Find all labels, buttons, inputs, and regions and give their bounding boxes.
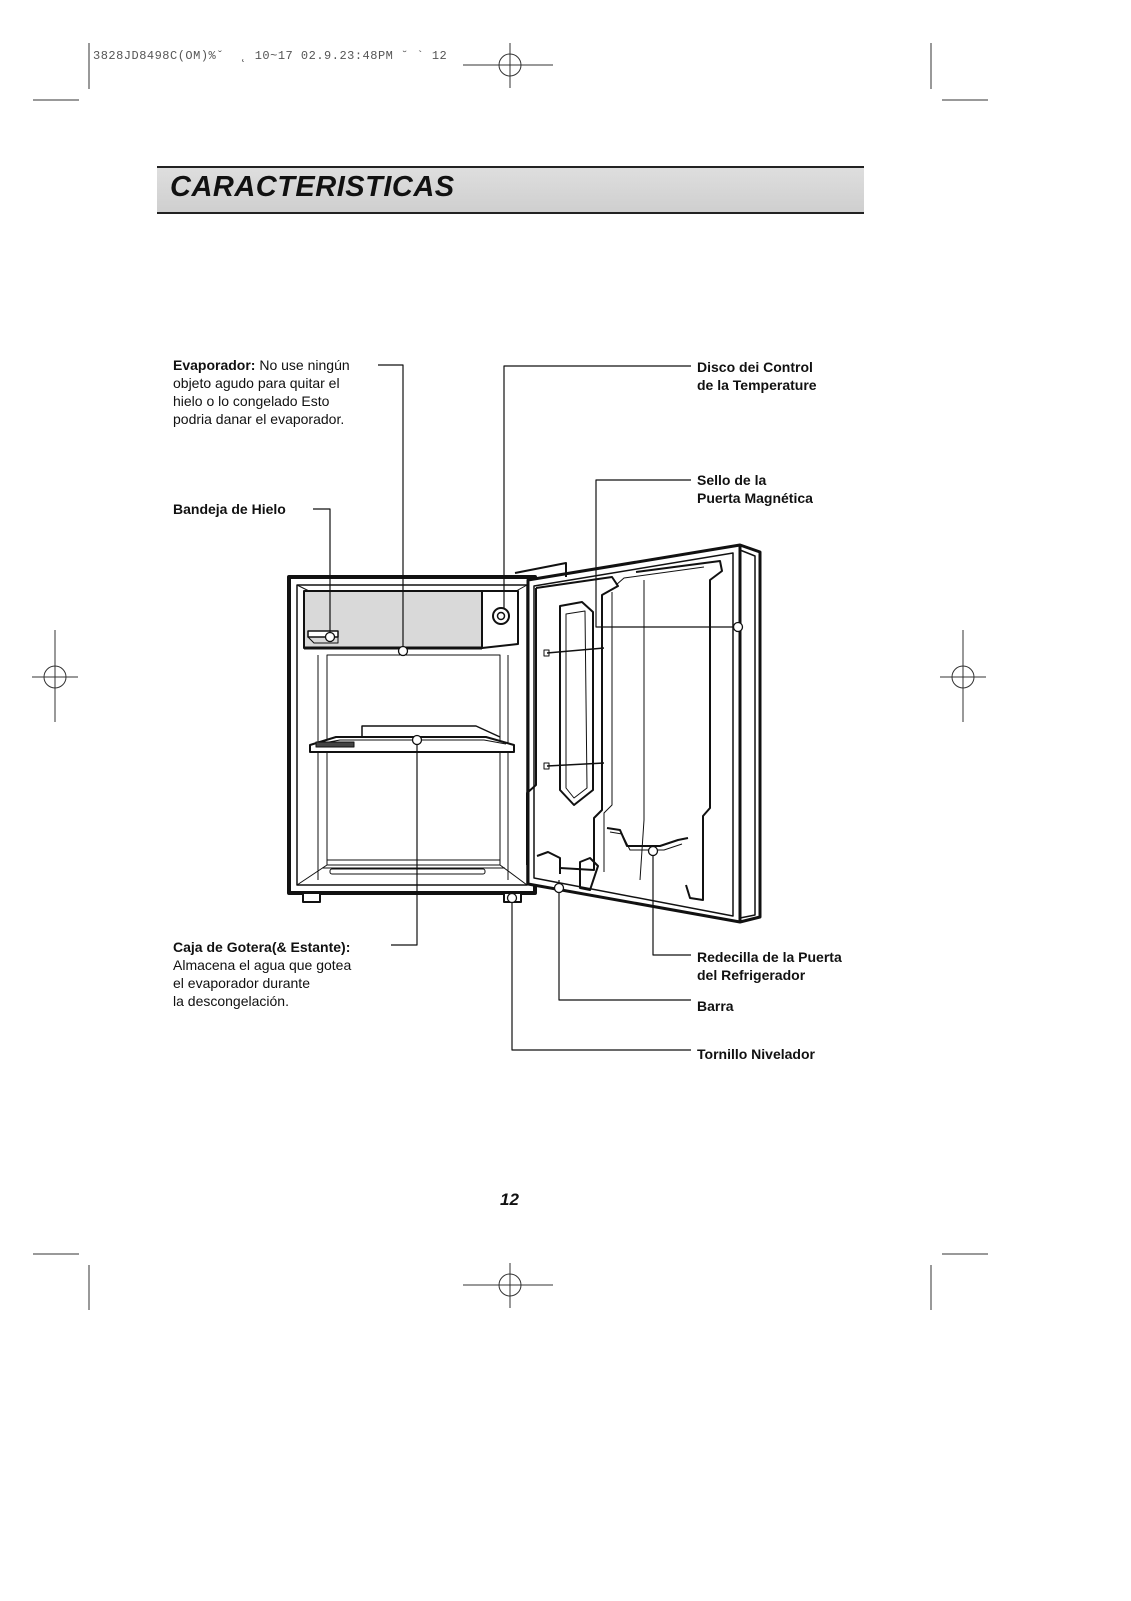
page-number: 12 <box>500 1190 519 1209</box>
leader-lines <box>313 364 738 1051</box>
printer-header: 3828JD8498C(OM)%ˇ ˛ 10~17 02.9.23:48PM ˘… <box>93 49 448 63</box>
evaporator <box>303 590 519 650</box>
label-tornillo-nivelador: Tornillo Nivelador <box>697 1046 815 1062</box>
label-bandeja-de-hielo: Bandeja de Hielo <box>173 501 286 517</box>
label-evaporador-term: Evaporador: <box>173 357 256 373</box>
door <box>514 543 762 924</box>
page-title: CARACTERISTICAS <box>170 171 455 203</box>
label-evaporador: Evaporador: No use ningún objeto agudo p… <box>173 357 350 427</box>
temperature-dial <box>492 607 510 625</box>
label-caja-term: Caja de Gotera(& Estante): <box>173 939 351 955</box>
title-bar <box>157 166 864 214</box>
label-redecilla: Redecilla de la Puerta del Refrigerador <box>697 949 842 983</box>
drip-tray <box>309 725 515 753</box>
label-disco-control: Disco dei Control de la Temperature <box>697 359 817 393</box>
label-caja-de-gotera: Caja de Gotera(& Estante): Almacena el a… <box>173 939 352 1009</box>
label-barra: Barra <box>697 998 734 1014</box>
label-sello-puerta: Sello de la Puerta Magnética <box>697 472 813 506</box>
